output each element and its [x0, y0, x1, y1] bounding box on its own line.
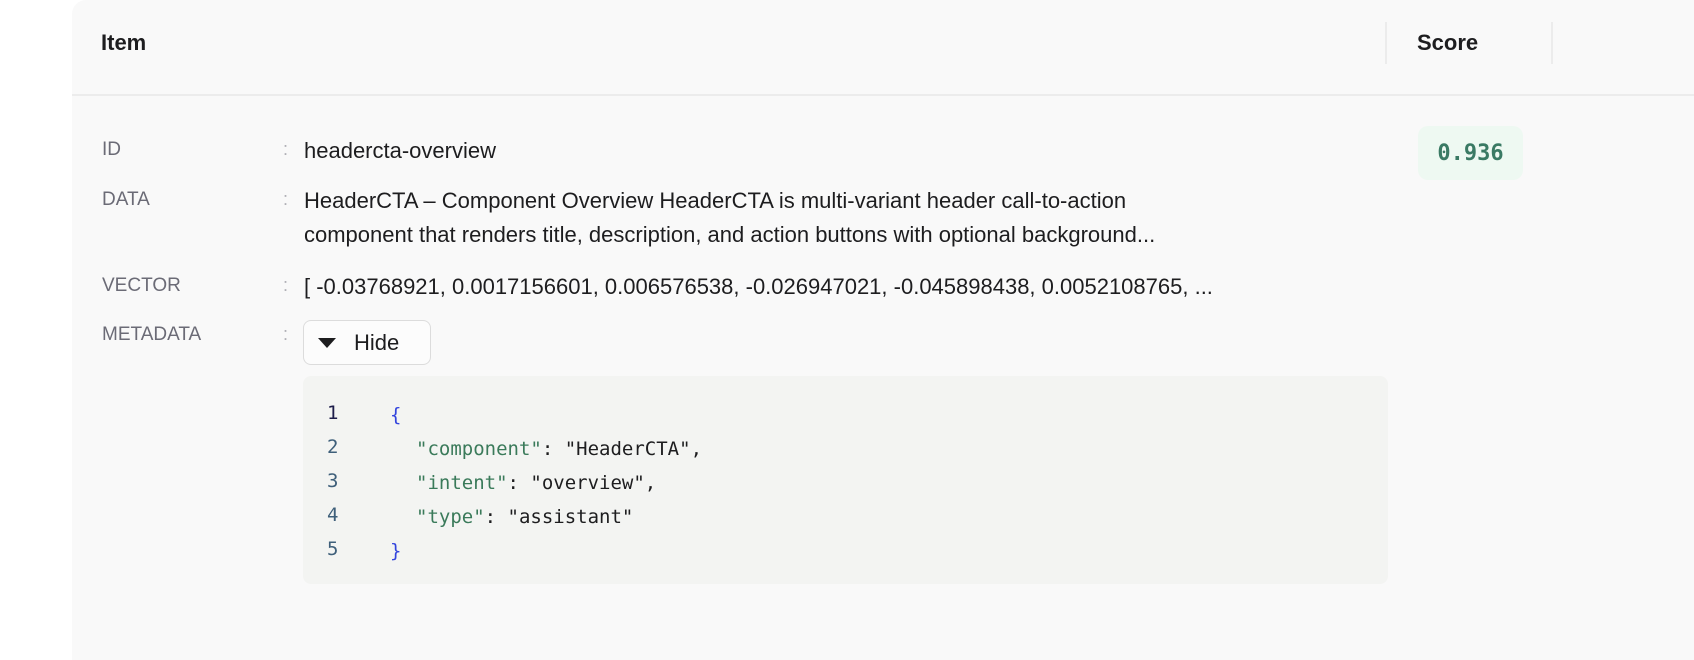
score-badge: 0.936	[1418, 126, 1523, 180]
data-label: DATA	[102, 189, 150, 210]
column-header-item[interactable]: Item	[101, 30, 147, 55]
json-key: "intent"	[416, 472, 508, 494]
json-key: "type"	[416, 506, 485, 528]
hide-metadata-button[interactable]: Hide	[303, 320, 431, 365]
hide-label: Hide	[354, 329, 400, 355]
table-header: Item Score	[72, 0, 1694, 96]
json-key: "component"	[416, 438, 542, 460]
column-header-score[interactable]: Score	[1417, 30, 1479, 55]
id-label: ID	[102, 139, 121, 160]
json-value: "overview"	[530, 472, 645, 494]
json-value: "HeaderCTA"	[564, 438, 691, 460]
column-divider[interactable]	[1551, 22, 1553, 64]
colon: :	[283, 189, 289, 209]
code-line: "component": "HeaderCTA",	[416, 438, 703, 460]
caret-down-icon	[318, 337, 336, 348]
code-line: "intent": "overview",	[416, 472, 657, 494]
results-table: Item Score ID : headercta-overview DATA …	[72, 0, 1694, 660]
data-value-line1: HeaderCTA – Component Overview HeaderCTA…	[304, 188, 1127, 213]
colon: :	[283, 324, 289, 344]
data-value-line2: component that renders title, descriptio…	[304, 222, 1156, 247]
column-divider[interactable]	[1385, 22, 1387, 64]
line-number: 5	[327, 538, 339, 560]
id-value: headercta-overview	[304, 138, 496, 163]
vector-value: [ -0.03768921, 0.0017156601, 0.006576538…	[304, 274, 1213, 299]
line-number: 4	[327, 504, 339, 526]
metadata-label: METADATA	[102, 324, 202, 345]
colon: :	[283, 139, 289, 159]
code-brace-open: {	[390, 404, 402, 426]
vector-label: VECTOR	[102, 275, 181, 296]
json-value: "assistant"	[507, 506, 634, 528]
metadata-code-block: 1 2 3 4 5 { "component": "HeaderCTA", "i…	[303, 376, 1388, 584]
colon: :	[283, 275, 289, 295]
line-number: 3	[327, 470, 339, 492]
line-number: 2	[327, 436, 339, 458]
line-number: 1	[327, 402, 339, 424]
code-brace-close: }	[390, 540, 402, 562]
code-line: "type": "assistant"	[416, 506, 634, 528]
